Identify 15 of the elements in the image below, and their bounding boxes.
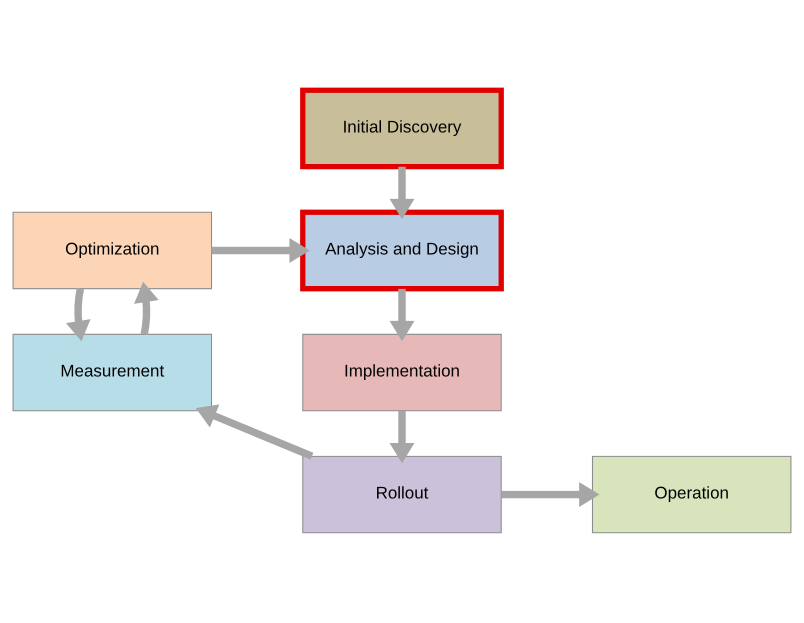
arrow bbox=[501, 482, 600, 508]
node-box: Implementation bbox=[302, 334, 502, 412]
arrow bbox=[66, 288, 91, 342]
node-box: Initial Discovery bbox=[300, 88, 504, 170]
arrow bbox=[134, 282, 159, 335]
node-box: Rollout bbox=[302, 456, 502, 534]
node-box: Optimization bbox=[12, 212, 212, 290]
node-box: Measurement bbox=[12, 334, 212, 412]
arrow bbox=[390, 410, 414, 464]
arrow bbox=[390, 288, 414, 342]
node-box: Analysis and Design bbox=[300, 210, 504, 292]
arrow bbox=[212, 238, 310, 263]
node-box: Operation bbox=[592, 456, 792, 534]
arrow bbox=[390, 166, 414, 220]
arrow bbox=[196, 404, 314, 460]
